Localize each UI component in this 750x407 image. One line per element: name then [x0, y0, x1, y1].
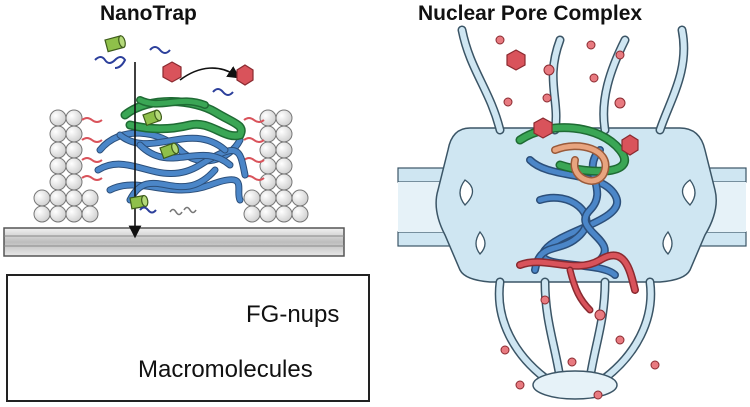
left-nanosphere-stack	[33, 109, 99, 223]
lime-cargo	[104, 35, 180, 210]
cytoplasmic-filaments	[457, 25, 689, 135]
substrate	[3, 227, 345, 257]
nanotrap-panel	[3, 35, 345, 257]
red-linkers	[81, 117, 265, 181]
blue-fg-tangle	[94, 129, 249, 204]
red-hexagon-cargo	[162, 61, 254, 86]
basket-ring	[532, 370, 618, 400]
right-nanosphere-stack	[243, 109, 309, 223]
npc-orange-fg	[551, 142, 610, 185]
npc-hexagons	[506, 49, 639, 156]
nuclear-basket	[494, 277, 656, 383]
green-fg-strands	[120, 96, 246, 141]
npc-red-fg	[516, 251, 639, 314]
legend-macro-label: Macromolecules	[138, 356, 313, 383]
free-wavy-strands	[94, 46, 234, 214]
scaffold-curls	[459, 179, 696, 255]
legend-box: FG-nups Macromolecules	[6, 274, 370, 402]
npc-dots	[495, 35, 660, 400]
deflect-arrow	[179, 66, 241, 81]
npc-panel	[397, 25, 747, 400]
legend-fg-label: FG-nups	[246, 301, 340, 328]
npc-title: Nuclear Pore Complex	[418, 2, 643, 25]
gray-wavy-strands	[169, 206, 197, 216]
nanotrap-title: NanoTrap	[100, 2, 197, 25]
